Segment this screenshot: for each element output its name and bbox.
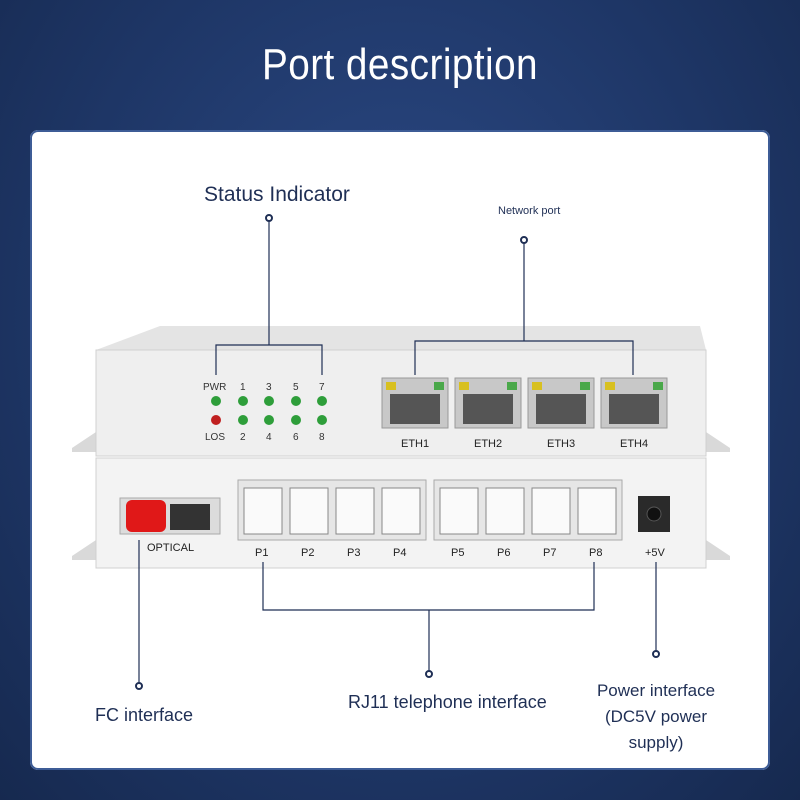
- port-label-p1: P1: [255, 547, 268, 559]
- optical-port: [170, 504, 210, 530]
- power-label: +5V: [645, 547, 666, 559]
- upper-unit-top: [96, 326, 706, 350]
- eth-port-4: [600, 377, 668, 429]
- eth3-label: ETH3: [547, 438, 575, 450]
- led-grid: [238, 396, 327, 425]
- led-num-8: 8: [319, 432, 325, 443]
- rj11-interface-label: RJ11 telephone interface: [348, 692, 547, 712]
- led-num-5: 5: [293, 382, 299, 393]
- page-title: Port description: [261, 40, 539, 89]
- led-num-3: 3: [266, 382, 272, 393]
- led-num-6: 6: [293, 432, 299, 443]
- network-port-label: Network port: [498, 205, 561, 217]
- eth-port-2: [454, 377, 522, 429]
- port-label-p4: P4: [393, 547, 406, 559]
- mount-ear-bottom-left: [72, 540, 96, 560]
- led-los-label: LOS: [205, 432, 225, 443]
- callout-rj11-bracket: [262, 562, 595, 611]
- fc-connector-red: [126, 500, 166, 532]
- led-pwr-label: PWR: [203, 382, 226, 393]
- mount-ear-top-right: [706, 432, 730, 452]
- callout-status-dot: [265, 214, 273, 222]
- power-jack-hole: [646, 506, 662, 522]
- status-indicator-label: Status Indicator: [204, 183, 350, 206]
- callout-fc-dot: [135, 682, 143, 690]
- eth-port-3: [527, 377, 595, 429]
- led-num-7: 7: [319, 382, 325, 393]
- eth-port-1: [381, 377, 449, 429]
- callout-status-bracket: [215, 344, 323, 375]
- led-num-2: 2: [240, 432, 246, 443]
- callout-network-bracket: [414, 340, 634, 375]
- mount-ear-top-left: [72, 432, 96, 452]
- power-interface-line1: Power interface: [596, 681, 716, 700]
- port-label-p2: P2: [301, 547, 314, 559]
- port-label-p3: P3: [347, 547, 360, 559]
- led-num-1: 1: [240, 382, 246, 393]
- port-label-p7: P7: [543, 547, 556, 559]
- mount-ear-bottom-right: [706, 540, 730, 560]
- rj11-ports: [243, 487, 617, 535]
- led-pwr: [211, 396, 221, 406]
- port-label-p6: P6: [497, 547, 510, 559]
- power-interface-label: Power interface (DC5V power supply): [586, 678, 726, 756]
- led-num-4: 4: [266, 432, 272, 443]
- eth1-label: ETH1: [401, 438, 429, 450]
- optical-label: OPTICAL: [147, 542, 194, 554]
- callout-network-dot: [520, 236, 528, 244]
- eth4-label: ETH4: [620, 438, 648, 450]
- callout-power-dot: [652, 650, 660, 658]
- fc-interface-label: FC interface: [95, 705, 194, 725]
- callout-rj11-dot: [425, 670, 433, 678]
- port-label-p8: P8: [589, 547, 602, 559]
- eth2-label: ETH2: [474, 438, 502, 450]
- led-los: [211, 415, 221, 425]
- power-interface-line2: (DC5V power supply): [604, 707, 708, 752]
- port-label-p5: P5: [451, 547, 464, 559]
